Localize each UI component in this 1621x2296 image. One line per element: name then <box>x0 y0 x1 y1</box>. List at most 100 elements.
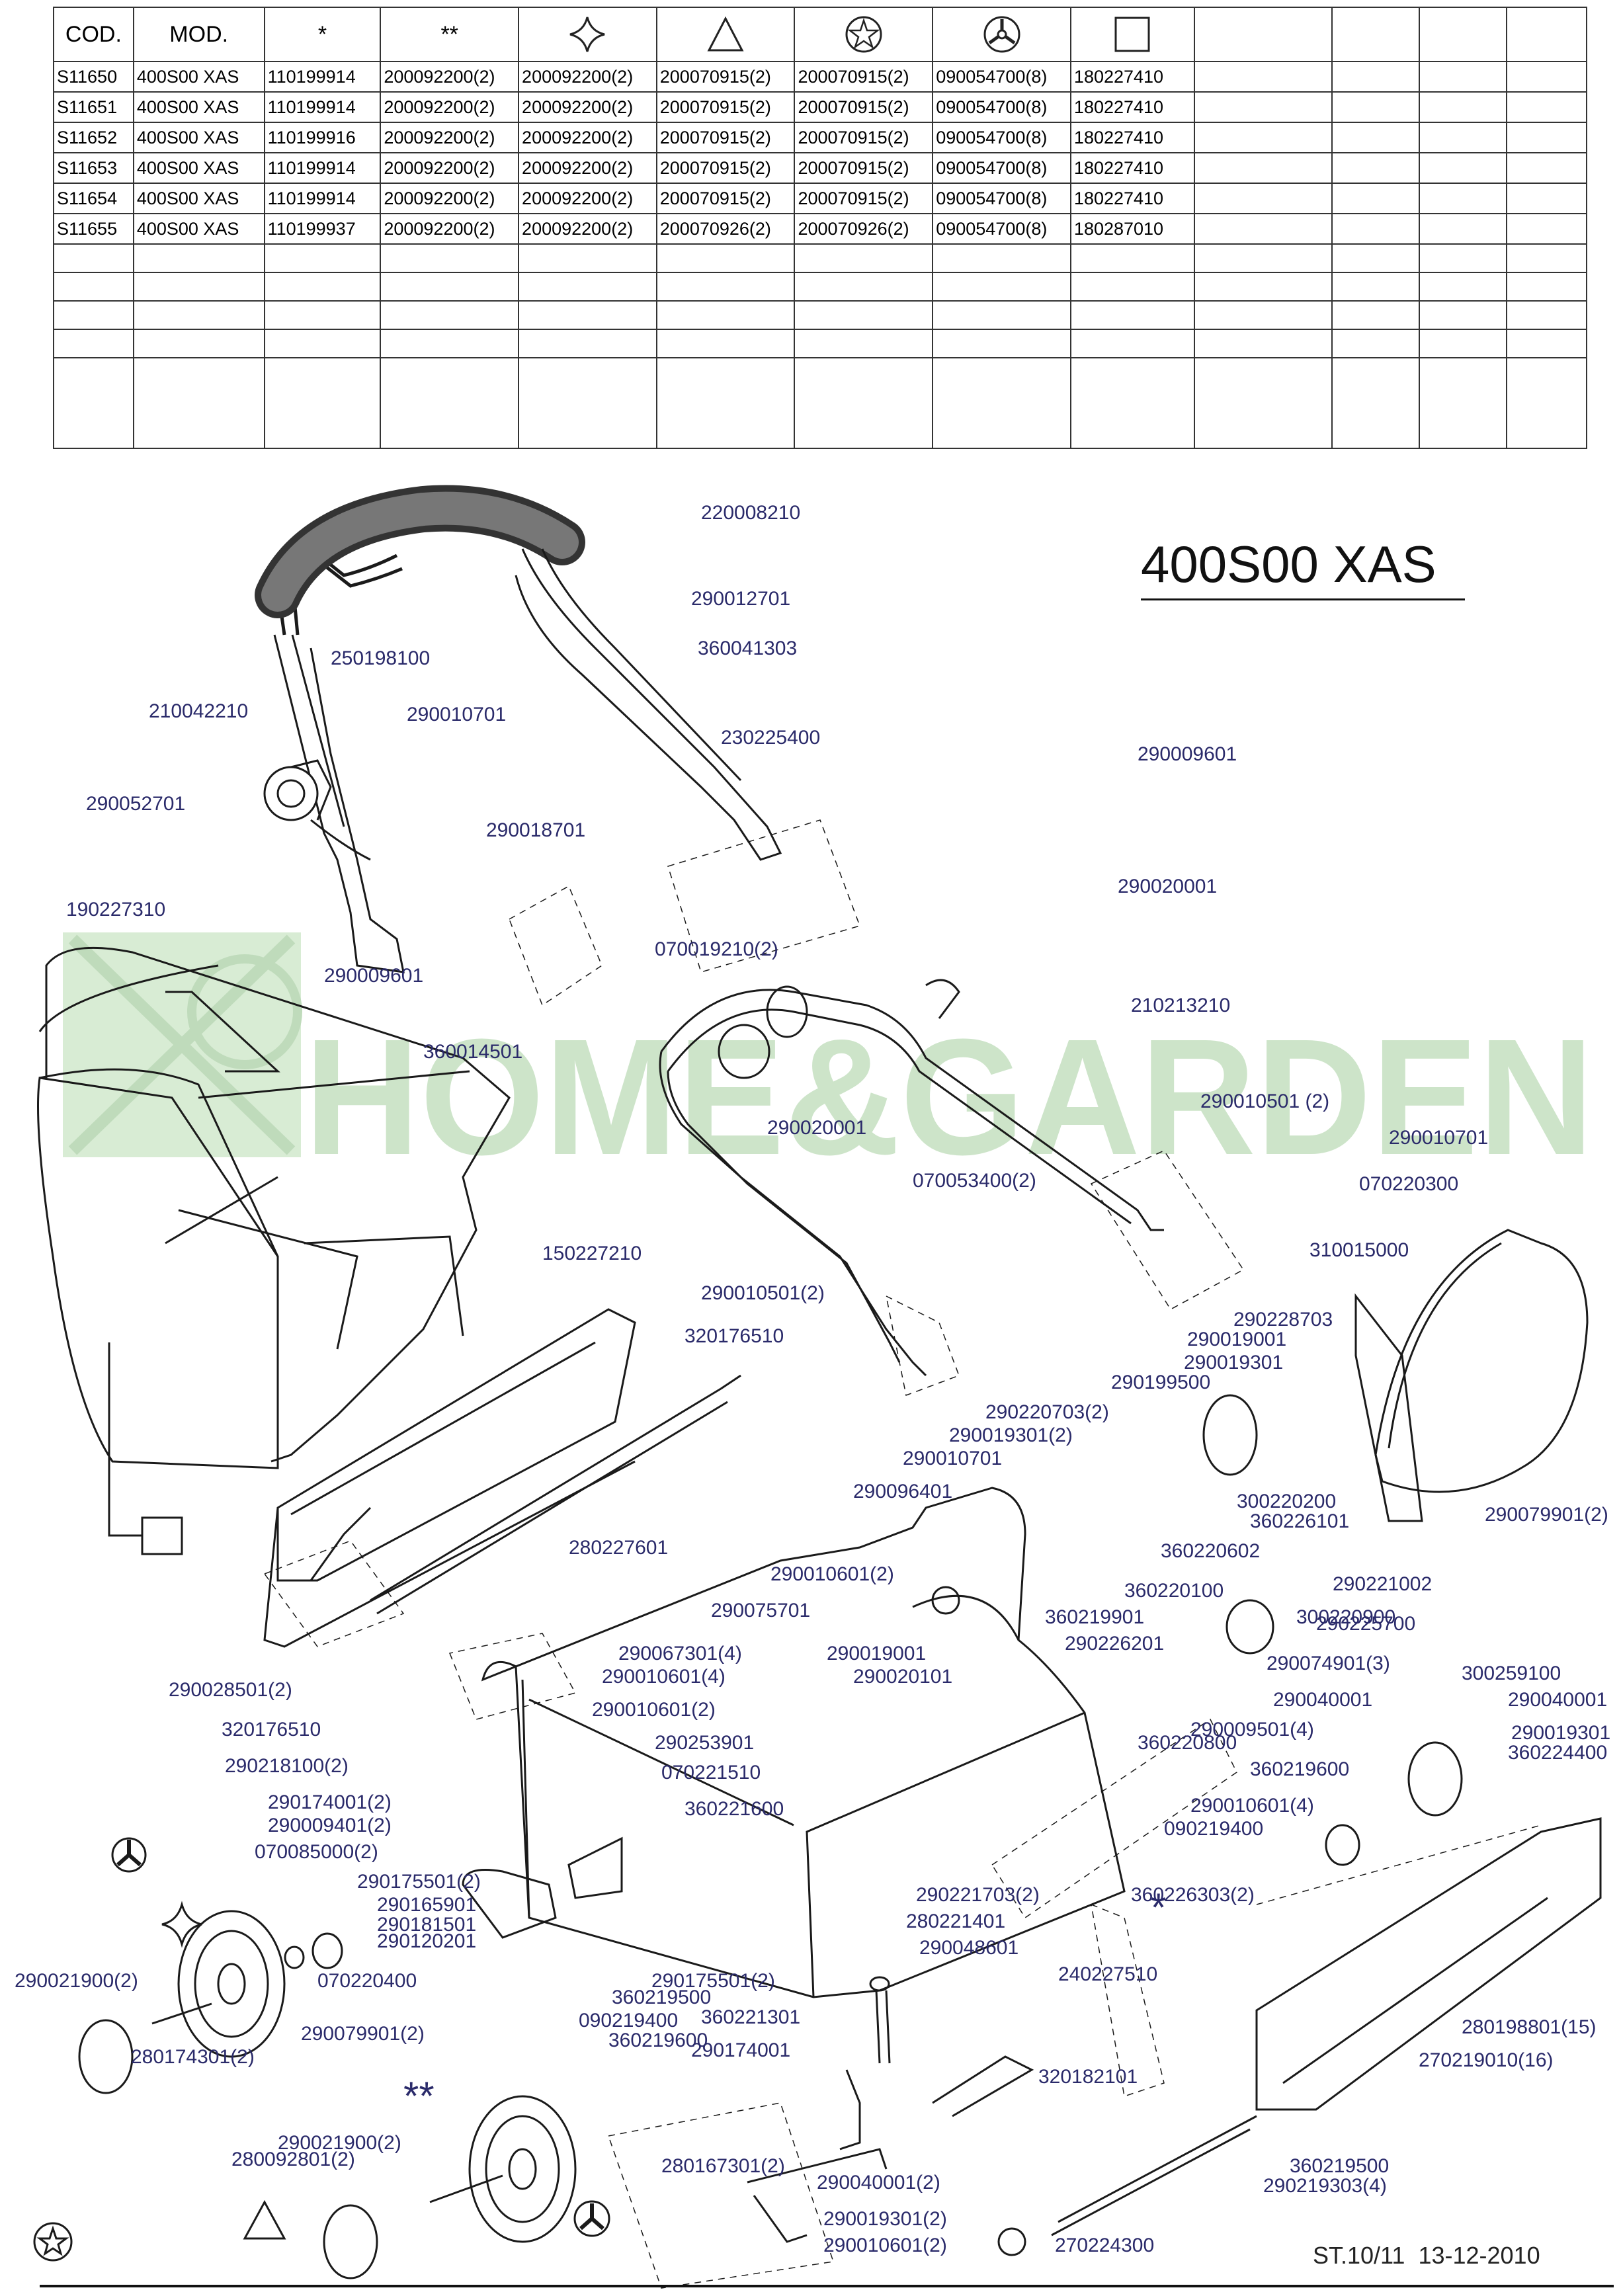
part-number-label: 360219500 <box>612 1987 711 2008</box>
part-number-label: 280198801(15) <box>1462 2016 1597 2038</box>
part-number-label: 290009401(2) <box>268 1815 392 1836</box>
table-cell: S11650 <box>53 61 134 93</box>
part-number-label: 290221703(2) <box>916 1884 1040 1906</box>
table-cell: 110199914 <box>263 91 382 123</box>
part-number-label: 290019301(2) <box>949 1424 1073 1446</box>
part-number-label: 360224400 <box>1508 1742 1607 1764</box>
three-spoke-circle-icon <box>983 16 1020 53</box>
part-number-label: 290096401 <box>853 1481 952 1502</box>
part-number-label: 290010501(2) <box>701 1282 825 1304</box>
star-circle-icon <box>845 16 882 53</box>
table-cell: 110199937 <box>263 213 382 245</box>
table-cell: 200070926(2) <box>655 213 796 245</box>
part-number-label: 270219010(16) <box>1419 2049 1554 2071</box>
part-number-label: 300220200 <box>1237 1491 1336 1512</box>
dashed-guides <box>263 819 1542 2289</box>
table-cell: 180227410 <box>1069 152 1195 184</box>
watermark: HOME&GARDEN <box>63 932 1594 1189</box>
part-number-label: 290067301(4) <box>618 1643 742 1664</box>
part-number-label: 250198100 <box>331 647 430 669</box>
part-number-label: 070220400 <box>317 1970 417 1992</box>
table-cell: 090054700(8) <box>932 213 1071 245</box>
part-number-label: 290079901(2) <box>301 2023 425 2045</box>
part-number-label: 290010701 <box>407 704 506 725</box>
part-number-label: 290199500 <box>1111 1372 1210 1393</box>
table-cell: S11651 <box>53 91 134 123</box>
part-number-label: 290228703 <box>1233 1309 1333 1331</box>
empty-table-row <box>53 357 1587 449</box>
part-number-label: 360220100 <box>1124 1580 1224 1602</box>
table-cell: 200070915(2) <box>655 91 796 123</box>
part-number-labels: 2200082102900127013600413032501981002100… <box>15 502 1610 2256</box>
part-number-label: 290040001 <box>1508 1689 1607 1711</box>
header-single-star: * <box>263 7 382 62</box>
empty-table-row <box>53 243 1587 273</box>
table-cell: 200070915(2) <box>794 152 934 184</box>
table-cell: 400S00 XAS <box>132 122 265 153</box>
part-number-label: 070053400(2) <box>913 1170 1036 1192</box>
part-number-label: 280167301(2) <box>661 2155 785 2177</box>
table-cell: 200092200(2) <box>380 152 520 184</box>
part-number-label: 190227310 <box>66 899 165 921</box>
part-number-label: 290220703(2) <box>985 1401 1109 1423</box>
part-number-label: 290021900(2) <box>278 2132 401 2154</box>
part-number-label: 360221301 <box>701 2006 800 2028</box>
part-number-label: 300259100 <box>1462 1662 1561 1684</box>
double-star-marker: ** <box>403 2074 435 2118</box>
table-cell: 200070915(2) <box>655 183 796 214</box>
triangle-icon-hubcap <box>243 2199 286 2240</box>
table-cell: 200070915(2) <box>794 122 934 153</box>
part-number-label: 290225700 <box>1316 1613 1415 1635</box>
part-number-label: 290175501(2) <box>651 1970 775 1992</box>
part-number-label: 360219901 <box>1045 1606 1144 1628</box>
part-number-label: 290174001(2) <box>268 1791 392 1813</box>
part-number-label: 290009601 <box>324 965 423 987</box>
part-number-label: 290010601(2) <box>592 1699 716 1721</box>
table-cell: 200070926(2) <box>794 213 934 245</box>
part-number-label: 290028501(2) <box>169 1679 292 1701</box>
part-number-label: 360226303(2) <box>1131 1884 1255 1906</box>
table-cell: 180227410 <box>1069 61 1195 93</box>
footer-rule <box>40 2285 1614 2287</box>
part-number-label: 360041303 <box>698 637 797 659</box>
part-number-label: 360220602 <box>1161 1540 1260 1562</box>
part-number-label: 360014501 <box>423 1041 522 1063</box>
table-cell: S11653 <box>53 152 134 184</box>
three-spoke-icon-wheel-right <box>573 2200 610 2237</box>
table-cell: 090054700(8) <box>932 91 1071 123</box>
square-legend-box <box>141 1516 183 1555</box>
table-cell: 110199914 <box>263 61 382 93</box>
part-number-label: 290040001(2) <box>817 2172 940 2194</box>
part-number-label: 290019301(2) <box>823 2208 947 2230</box>
table-cell: 090054700(8) <box>932 183 1071 214</box>
table-header-row: COD. MOD. * ** <box>53 7 1587 62</box>
table-cell: 400S00 XAS <box>132 213 265 245</box>
part-number-label: 360219600 <box>1250 1758 1349 1780</box>
table-cell: 200092200(2) <box>380 122 520 153</box>
header-cod: COD. <box>53 7 134 62</box>
empty-table-row <box>53 272 1587 302</box>
part-number-label: 090219400 <box>1164 1818 1263 1840</box>
part-number-label: 220008210 <box>701 502 800 524</box>
part-number-label: 290010601(2) <box>823 2234 947 2256</box>
part-number-label: 150227210 <box>542 1243 642 1264</box>
part-number-label: 290218100(2) <box>225 1755 349 1777</box>
table-cell: 180227410 <box>1069 91 1195 123</box>
part-number-label: 230225400 <box>721 727 820 749</box>
part-number-label: 310015000 <box>1309 1239 1409 1261</box>
part-number-label: 360221600 <box>685 1798 784 1820</box>
part-number-label: 290010601(4) <box>1190 1795 1314 1817</box>
square-icon <box>1114 17 1150 52</box>
part-number-label: 280221401 <box>906 1910 1005 1932</box>
sheet-footer: ST.10/11 13-12-2010 <box>1313 2242 1540 2270</box>
part-number-label: 210213210 <box>1131 995 1230 1016</box>
table-cell: 200070915(2) <box>794 183 934 214</box>
shuriken-icon-wheel <box>161 1901 202 1948</box>
part-number-label: 290221002 <box>1333 1573 1432 1595</box>
part-number-label: 290010501 (2) <box>1200 1090 1329 1112</box>
